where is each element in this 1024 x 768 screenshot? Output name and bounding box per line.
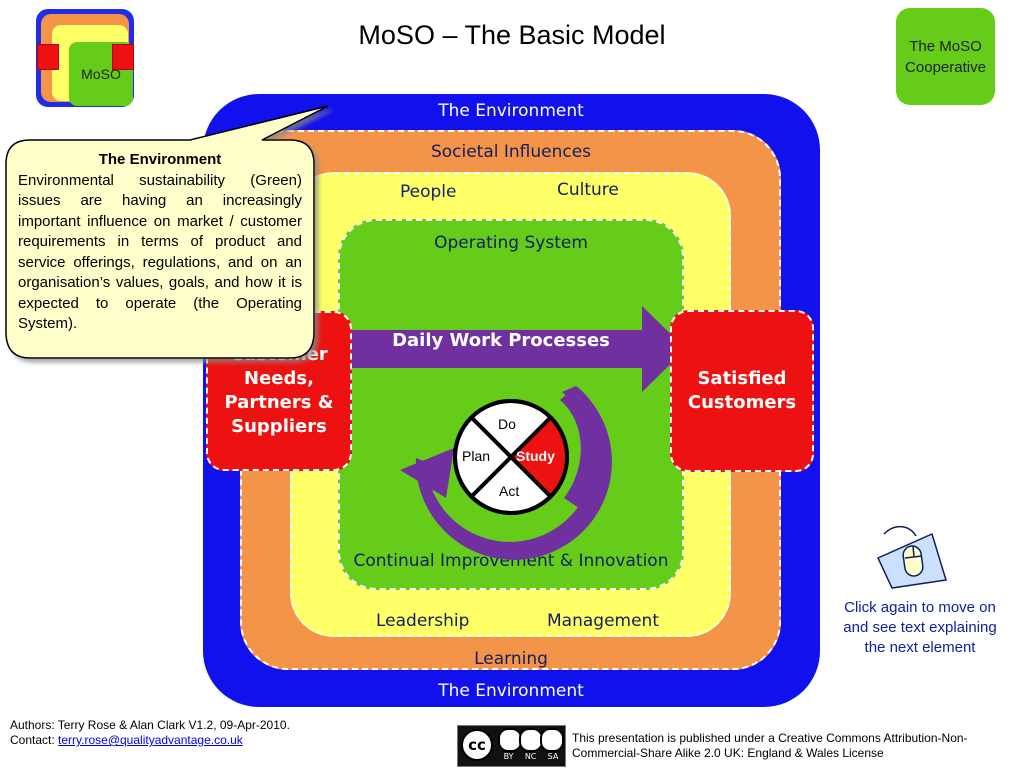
- page-title: MoSO – The Basic Model: [358, 20, 666, 50]
- cooperative-line2: Cooperative: [905, 58, 986, 76]
- learning-label: Learning: [474, 649, 548, 669]
- logo-tab-left: [37, 44, 59, 70]
- cc-icon: cc: [461, 729, 493, 761]
- leadership-label: Leadership: [376, 611, 470, 631]
- mouse-click-icon[interactable]: [876, 524, 970, 596]
- license-text: This presentation is published under a C…: [572, 731, 968, 760]
- study-quadrant: [511, 417, 568, 497]
- cooperative-line1: The MoSO: [909, 37, 982, 55]
- callout-body: Environmental sustainability (Green) iss…: [18, 171, 302, 333]
- cc-license-badge[interactable]: cc BY NC SA: [457, 725, 566, 767]
- cooperative-badge: The MoSO Cooperative: [896, 8, 995, 105]
- pdsa-plan: Plan: [462, 448, 491, 464]
- people-label: People: [400, 182, 457, 202]
- operating-system-label: Operating System: [434, 233, 588, 253]
- daily-work-label: Daily Work Processes: [392, 330, 610, 351]
- management-label: Management: [547, 611, 659, 631]
- contact-email-link[interactable]: terry.rose@qualityadvantage.co.uk: [58, 733, 243, 747]
- callout-text: The Environment Environmental sustainabi…: [18, 150, 302, 335]
- culture-label: Culture: [557, 180, 619, 200]
- cycle-arrow-upper: [560, 386, 604, 510]
- pdsa-study: Study: [516, 448, 555, 464]
- nc-icon: [519, 728, 543, 752]
- click-hint: Click again to move on and see text expl…: [843, 599, 997, 656]
- cycle-arrowhead: [400, 448, 454, 498]
- callout-heading: The Environment: [98, 151, 222, 168]
- continual-improvement-label: Continual Improvement & Innovation: [353, 551, 669, 571]
- daily-work-arrow: [336, 306, 686, 392]
- by-label: BY: [503, 752, 514, 761]
- cycle-arrow-body: [415, 386, 612, 560]
- nc-label: NC: [524, 752, 537, 761]
- callout-bubble: [5, 105, 329, 359]
- sa-icon: [540, 728, 564, 752]
- logo-tab-right: [112, 44, 134, 70]
- contact-line: Contact: terry.rose@qualityadvantage.co.…: [10, 733, 243, 747]
- environment-label-top: The Environment: [438, 101, 584, 121]
- pdsa-diagram: [400, 386, 612, 560]
- societal-label: Societal Influences: [430, 142, 592, 162]
- pdsa-do: Do: [498, 416, 516, 432]
- environment-label-bottom: The Environment: [438, 681, 584, 701]
- pdsa-act: Act: [499, 483, 520, 499]
- authors-line: Authors: Terry Rose & Alan Clark V1.2, 0…: [10, 718, 290, 732]
- satisfied-customers-box: Satisfied Customers: [670, 310, 814, 472]
- sa-label: SA: [547, 752, 559, 761]
